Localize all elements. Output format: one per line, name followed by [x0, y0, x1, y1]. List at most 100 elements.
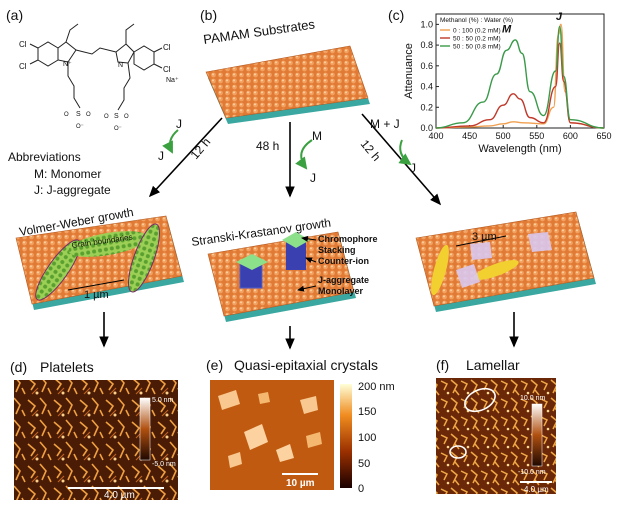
lamellar-growth-panel: 3 µm: [415, 211, 596, 312]
highlight-ellipse-1: [464, 387, 496, 413]
right-time: 12 h: [358, 137, 384, 164]
panel-e: (e) Quasi-epitaxial crystals 10 µm 200 n…: [206, 357, 395, 495]
chlorine-label-4: Cl: [163, 65, 171, 74]
middle-time: 48 h: [256, 139, 279, 153]
scalebar-f-label: 4.0 µm: [524, 485, 549, 494]
volmer-weber-panel: Volmer-Weber growth Grain boundaries 1 µ…: [15, 205, 184, 310]
panel-b-letter: (b): [200, 7, 217, 23]
cyanine-structure: [29, 23, 163, 111]
panel-a-letter: (a): [6, 7, 23, 23]
lamella-1: [431, 244, 449, 296]
cbar-e-0: 0: [358, 483, 364, 495]
panel-d-title: Platelets: [40, 359, 94, 375]
scale-3um-line: [455, 235, 507, 247]
oxygen-label-2: O: [86, 112, 91, 118]
colorbar-d-top: 5.0 nm: [152, 397, 174, 404]
right-arrow-in: M + J: [370, 117, 400, 131]
cbar-e-200: 200 nm: [358, 381, 395, 393]
left-time: 12 h: [188, 135, 214, 162]
panel-e-title: Quasi-epitaxial crystals: [234, 357, 378, 373]
x-tick-label: 550: [529, 131, 544, 141]
colorbar-d: [139, 397, 151, 461]
colorbar-f-top: 10.0 nm: [520, 395, 545, 402]
panel-a: (a) Cl Cl Cl Cl N⁺ N S S O O O O O⁻ O⁻ N…: [6, 7, 179, 132]
crystal-islands: [218, 390, 322, 468]
abbrev-monomer: M: Monomer: [34, 167, 101, 181]
cbar-e-150: 150: [358, 406, 376, 418]
stranski-krastanov-panel: Stranski-Krastanov growth Chromophore St…: [190, 216, 378, 322]
y-tick-label: 0.2: [420, 102, 433, 112]
scale-1um-label: 1 µm: [84, 289, 109, 301]
oxygen-label-1: O: [64, 112, 69, 118]
pamam-substrate: [205, 45, 370, 124]
panel-d-letter: (d): [10, 359, 27, 375]
sulfur-label-2: S: [114, 113, 119, 120]
legend-entry: 50 : 50 (0.8 mM): [453, 44, 501, 51]
scale-1um-line: [67, 279, 125, 291]
chlorine-label-3: Cl: [163, 43, 171, 52]
chlorine-label-2: Cl: [19, 62, 27, 71]
middle-arrow-out: J: [310, 171, 316, 185]
platelet-domain-3: [128, 223, 160, 293]
sulfur-label-1: S: [76, 111, 81, 118]
cbar-e-100: 100: [358, 432, 376, 444]
pathway-middle: M J 48 h: [256, 122, 322, 198]
x-tick-label: 650: [596, 131, 611, 141]
x-tick-label: 600: [563, 131, 578, 141]
scalebar-e-label: 10 µm: [286, 478, 315, 489]
curved-arrow-middle: [295, 139, 313, 170]
platelet-domain-2: [68, 231, 148, 257]
colorbar-f-bottom: -10.0 nm: [518, 469, 546, 476]
scale-3um-label: 3 µm: [472, 231, 497, 243]
middle-arrow-in: M: [312, 129, 322, 143]
peak-label-m: M: [502, 24, 512, 36]
legend-title: Methanol (%) : Water (%): [440, 17, 513, 24]
substrate-title: PAMAM Substrates: [202, 16, 316, 47]
panel-e-letter: (e): [206, 357, 223, 373]
lamella-2: [473, 260, 519, 280]
x-tick-label: 500: [496, 131, 511, 141]
afm-image-platelets: [14, 380, 178, 500]
panel-c-letter: (c): [388, 7, 404, 23]
x-tick-label: 400: [428, 131, 443, 141]
nitrogen-plus-label: N⁺: [63, 61, 72, 68]
colorbar-f: [531, 403, 543, 467]
y-tick-label: 0.4: [420, 82, 433, 92]
colorbar-d-bottom: -5.0 nm: [152, 461, 176, 468]
panel-f: (f) Lamellar 10.0 nm -10.0 nm 4.0 µm: [436, 357, 556, 494]
y-tick-label: 0.8: [420, 40, 433, 50]
chlorine-label-1: Cl: [19, 40, 27, 49]
left-arrow-out: J: [158, 149, 164, 163]
series-line: [435, 25, 605, 129]
counter-ion-label: Na⁺: [166, 77, 179, 84]
label-j-aggregate: J-aggregate: [318, 275, 369, 285]
legend-entry: 50 : 50 (0.2 mM): [453, 36, 501, 43]
crystal-stack-2: [282, 232, 310, 270]
label-chromophore: Chromophore: [318, 234, 378, 244]
x-tick-label: 450: [462, 131, 477, 141]
y-tick-label: 0.0: [420, 123, 433, 133]
right-arrow-out: J: [410, 161, 416, 175]
oxygen-label-4: O: [124, 114, 129, 120]
abbreviations: Abbreviations M: Monomer J: J-aggregate: [8, 150, 111, 197]
highlight-ellipse-2: [449, 445, 467, 459]
panel-f-title: Lamellar: [466, 357, 520, 373]
label-stacking: Stacking: [318, 245, 356, 255]
left-arrow-in: J: [176, 117, 182, 131]
abbrev-title: Abbreviations: [8, 150, 81, 164]
sheet-1: [470, 242, 492, 260]
curved-arrow-left: [162, 129, 179, 154]
colorbar-e: [340, 384, 352, 488]
panel-d: (d) Platelets 5.0 nm -5.0 nm 4.0 µm: [10, 359, 178, 501]
oxygen-label-3: O: [104, 114, 109, 120]
oxygen-minus-label-2: O⁻: [114, 126, 122, 132]
series-line: [435, 23, 605, 129]
platelet-domain-1: [35, 239, 81, 301]
label-counter-ion: Counter-ion: [318, 256, 369, 266]
peak-label-j: J: [556, 11, 563, 23]
x-axis-label: Wavelength (nm): [478, 143, 561, 155]
y-tick-label: 0.6: [420, 61, 433, 71]
sheet-2: [456, 264, 480, 288]
